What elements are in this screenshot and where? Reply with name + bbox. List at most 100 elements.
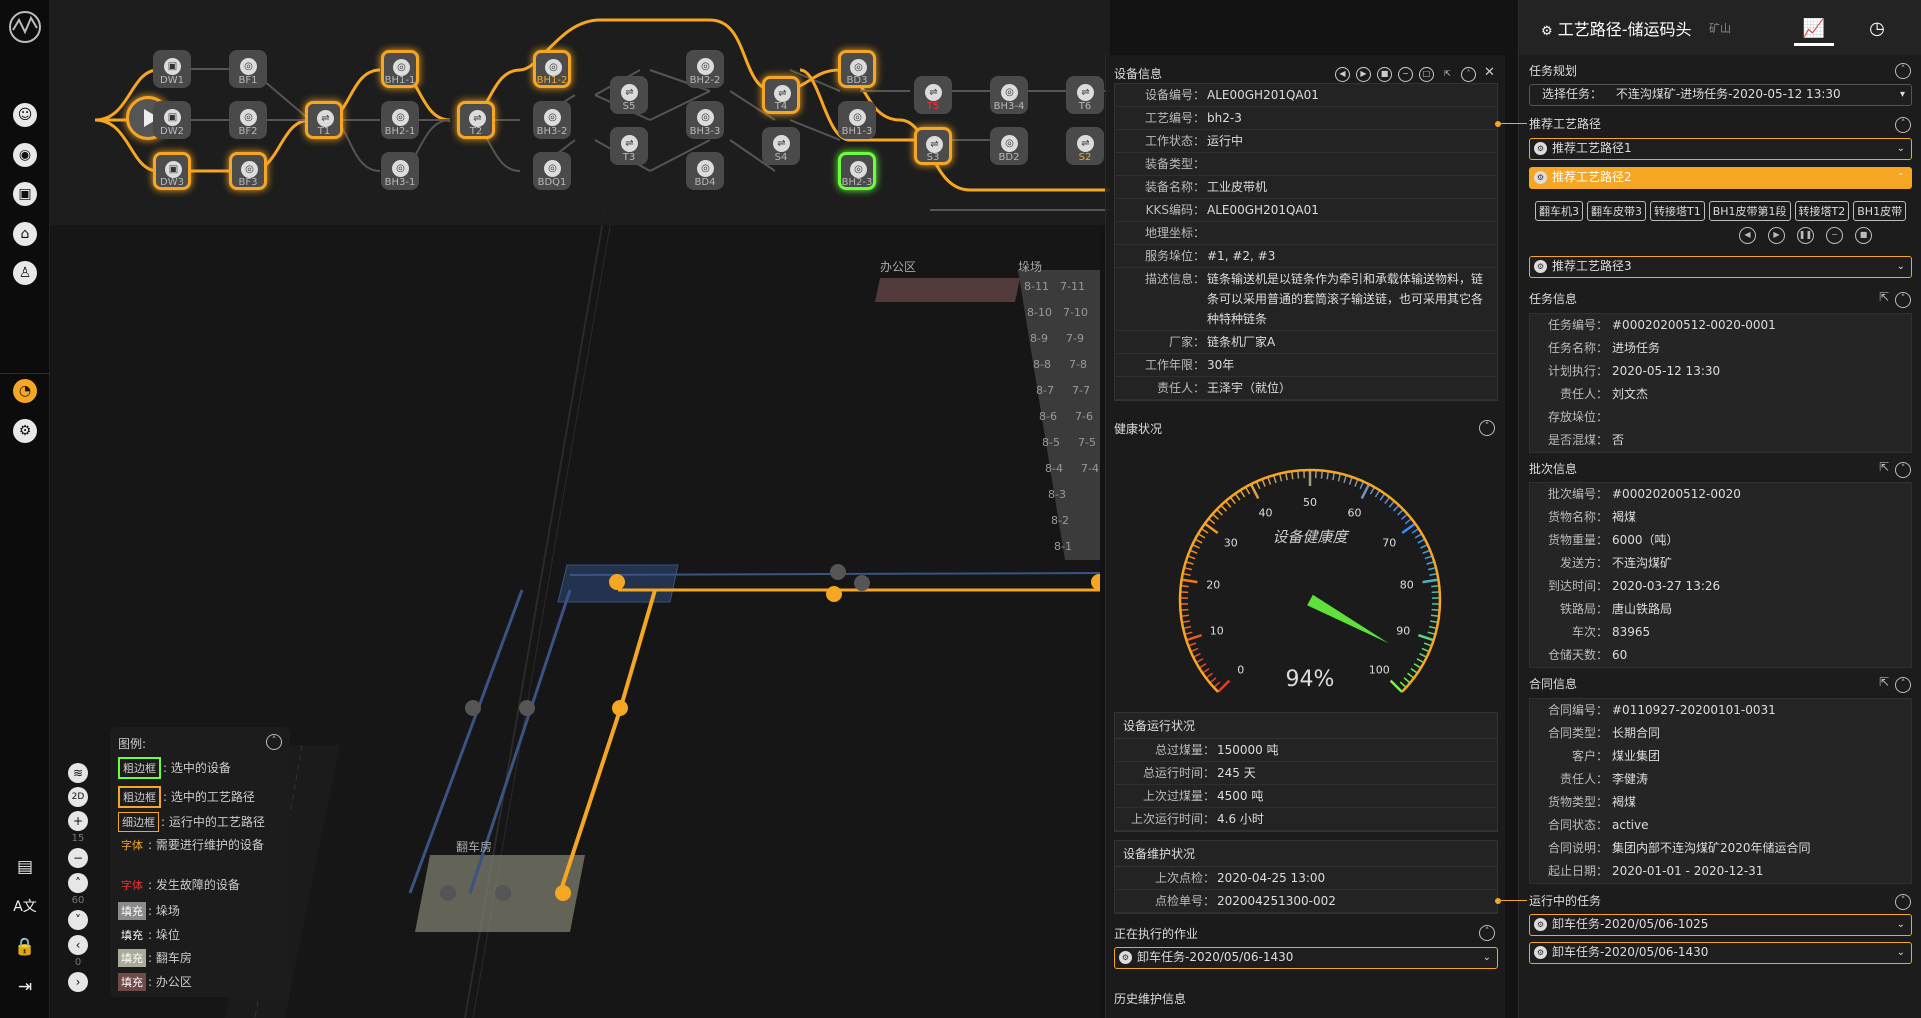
running-collapse-icon[interactable]: ˄	[1895, 894, 1911, 910]
rotate-right-button[interactable]: ›	[68, 972, 88, 992]
yard-block-label[interactable]: 8-3	[1048, 488, 1066, 501]
flow-node-s2[interactable]: ⇌	[1066, 127, 1104, 165]
legend-collapse-icon[interactable]: ˄	[266, 734, 282, 750]
tab-history[interactable]: ◷	[1857, 12, 1897, 46]
rec-route-1[interactable]: ⚙推荐工艺路径1⌄	[1529, 138, 1912, 160]
batch-edit-icon[interactable]: ⇱	[1878, 460, 1889, 474]
yard-block-label[interactable]: 8-6	[1039, 410, 1057, 423]
flow-node-s3[interactable]: ⇌	[914, 127, 952, 165]
chip-icon[interactable]: ▤	[16, 857, 34, 877]
yard-block-label[interactable]: 8-11	[1024, 280, 1049, 293]
flow-node-bh3-4[interactable]: ◎	[990, 76, 1028, 114]
rec-route-3[interactable]: ⚙推荐工艺路径3⌄	[1529, 256, 1912, 278]
minus-icon[interactable]: −	[1398, 67, 1413, 82]
worker-icon[interactable]: ☺	[13, 103, 37, 127]
flow-node-bdq1[interactable]: ◎	[533, 152, 571, 190]
task-info-edit-icon[interactable]: ⇱	[1878, 290, 1889, 304]
flow-node-bh3-1[interactable]: ◎	[381, 152, 419, 190]
play-small-icon[interactable]: ▶	[1356, 67, 1371, 82]
flow-node-dw3[interactable]: ▣	[153, 152, 191, 190]
flow-node-bh3-3[interactable]: ◎	[686, 101, 724, 139]
volume-icon[interactable]: ◀	[1739, 227, 1756, 244]
yard-block-label[interactable]: 7-11	[1060, 280, 1085, 293]
globe-icon[interactable]: ◉	[13, 143, 37, 167]
translate-icon[interactable]: A文	[13, 899, 37, 915]
flow-node-bd2[interactable]: ◎	[990, 127, 1028, 165]
flow-node-s5[interactable]: ⇌	[610, 76, 648, 114]
home-icon[interactable]: ⌂	[13, 222, 37, 246]
flow-node-dw1[interactable]: ▣	[153, 50, 191, 88]
task-plan-collapse-icon[interactable]: ˄	[1895, 63, 1911, 79]
user-icon[interactable]: ♙	[13, 261, 37, 285]
flow-node-bh1-3[interactable]: ◎	[838, 101, 876, 139]
flow-node-bd3[interactable]: ◎	[838, 50, 876, 88]
flow-node-bh3-2[interactable]: ◎	[533, 101, 571, 139]
external-link-icon[interactable]: ⇱	[1444, 69, 1451, 78]
contract-edit-icon[interactable]: ⇱	[1878, 675, 1889, 689]
flow-node-t5[interactable]: ⇌	[914, 76, 952, 114]
flow-node-s4[interactable]: ⇌	[762, 127, 800, 165]
stop-icon[interactable]: ■	[1377, 67, 1392, 82]
yard-block-label[interactable]: 8-8	[1033, 358, 1051, 371]
yard-block-label[interactable]: 8-2	[1051, 514, 1069, 527]
play-icon[interactable]: ▶	[1768, 227, 1785, 244]
yard-block-label[interactable]: 7-8	[1069, 358, 1087, 371]
rec-route-2[interactable]: ⚙推荐工艺路径2⌃	[1529, 167, 1912, 189]
route-chip[interactable]: 翻车皮带3	[1587, 201, 1646, 221]
view-2d-button[interactable]: 2D	[68, 787, 88, 807]
flow-node-bf2[interactable]: ◎	[229, 101, 267, 139]
route-chip[interactable]: 转接塔T1	[1650, 201, 1705, 221]
yard-block-label[interactable]: 8-7	[1036, 384, 1054, 397]
exec-collapse-icon[interactable]: ˄	[1479, 925, 1495, 941]
flow-node-t2[interactable]: ⇌	[457, 101, 495, 139]
layers-icon[interactable]: ≋	[68, 763, 88, 783]
prev-icon[interactable]: ◀	[1335, 67, 1350, 82]
rotate-left-button[interactable]: ‹	[68, 935, 88, 955]
task-info-collapse-icon[interactable]: ˄	[1895, 292, 1911, 308]
yard-block-label[interactable]: 7-10	[1063, 306, 1088, 319]
running-task-2[interactable]: ⚙卸车任务-2020/05/06-1430⌄	[1529, 942, 1912, 964]
route-chip[interactable]: 转接塔T2	[1794, 201, 1850, 221]
yard-block-label[interactable]: 7-5	[1078, 436, 1096, 449]
tilt-down-button[interactable]: ˅	[68, 910, 88, 930]
square-icon[interactable]: □	[1419, 67, 1434, 82]
flow-node-bh1-2[interactable]: ◎	[533, 50, 571, 88]
contract-collapse-icon[interactable]: ˄	[1895, 677, 1911, 693]
logout-icon[interactable]: ⇥	[17, 977, 33, 997]
yard-block-label[interactable]: 8-1	[1054, 540, 1072, 553]
exec-task-select[interactable]: ⚙ 卸车任务-2020/05/06-1430 ⌄	[1114, 947, 1498, 969]
yard-block-label[interactable]: 7-6	[1075, 410, 1093, 423]
train-icon[interactable]: ▣	[13, 182, 37, 206]
flow-node-dw2[interactable]: ▣	[153, 101, 191, 139]
zoom-out-button[interactable]: −	[68, 848, 88, 868]
running-task-1[interactable]: ⚙卸车任务-2020/05/06-1025⌄	[1529, 914, 1912, 936]
flow-node-bd4[interactable]: ◎	[686, 152, 724, 190]
yard-block-label[interactable]: 8-5	[1042, 436, 1060, 449]
flow-node-t6[interactable]: ⇌	[1066, 76, 1104, 114]
settings-icon[interactable]: ⚙	[13, 419, 37, 443]
route-chip[interactable]: BH1皮带第1段	[1708, 201, 1791, 221]
route-chip[interactable]: BH1皮带	[1853, 201, 1907, 221]
stop-icon[interactable]: ■	[1855, 227, 1872, 244]
flow-node-bh2-2[interactable]: ◎	[686, 50, 724, 88]
tilt-up-button[interactable]: ˄	[68, 873, 88, 893]
flow-node-bh2-1[interactable]: ◎	[381, 101, 419, 139]
zoom-in-button[interactable]: +	[68, 811, 88, 831]
yard-block-label[interactable]: 7-7	[1072, 384, 1090, 397]
yard-block-label[interactable]: 7-4	[1081, 462, 1099, 475]
yard-block-label[interactable]: 8-4	[1045, 462, 1063, 475]
health-collapse-icon[interactable]: ˄	[1479, 420, 1495, 436]
batch-collapse-icon[interactable]: ˄	[1895, 462, 1911, 478]
flow-node-t3[interactable]: ⇌	[610, 127, 648, 165]
dashboard-icon[interactable]: ◔	[13, 379, 37, 403]
tab-chart[interactable]: 📈	[1794, 12, 1834, 46]
flow-node-bf3[interactable]: ◎	[229, 152, 267, 190]
yard-block-label[interactable]: 8-10	[1027, 306, 1052, 319]
yard-block-label[interactable]: 7-9	[1066, 332, 1084, 345]
minus-icon[interactable]: −	[1826, 227, 1843, 244]
yard-block-label[interactable]: 8-9	[1030, 332, 1048, 345]
route-chip[interactable]: 翻车机3	[1535, 201, 1583, 221]
flow-node-bh2-3[interactable]: ◎	[838, 152, 876, 190]
pause-icon[interactable]: ❚❚	[1797, 227, 1814, 244]
rec-collapse-icon[interactable]: ˄	[1895, 117, 1911, 133]
